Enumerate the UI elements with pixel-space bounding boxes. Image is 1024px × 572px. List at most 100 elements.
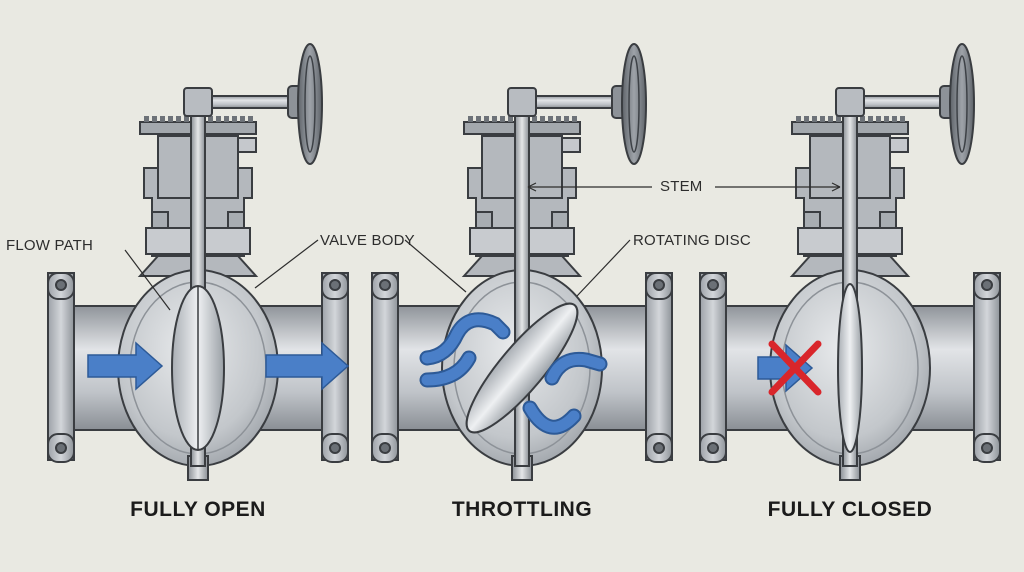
gear-tooth xyxy=(152,116,157,122)
x-mark-icon xyxy=(768,340,822,396)
stem-arrowhead-left xyxy=(527,182,537,192)
rotating-disc-label: ROTATING DISC xyxy=(633,232,751,249)
gear-tooth xyxy=(484,116,489,122)
bolt-hole xyxy=(707,279,719,291)
bolt-hole xyxy=(55,279,67,291)
flow-path-label: FLOW PATH xyxy=(6,237,94,254)
gear-box xyxy=(237,137,257,153)
bolt-hole xyxy=(379,279,391,291)
flow-arrow-in xyxy=(87,341,164,391)
gear-tooth xyxy=(836,116,841,122)
handle-shaft xyxy=(535,95,617,109)
gear-tooth xyxy=(208,116,213,122)
flow-curl-bottom-fill xyxy=(524,402,580,433)
gear-tooth xyxy=(160,116,165,122)
rotating-disc xyxy=(837,283,863,453)
rotating-disc xyxy=(465,302,579,434)
gear-tooth xyxy=(572,116,577,122)
valve-body-leader-2 xyxy=(404,239,467,293)
gear-tooth xyxy=(184,116,189,122)
bolt-hole xyxy=(981,442,993,454)
callout-leader-lines xyxy=(124,182,841,311)
valve-body-label: VALVE BODY xyxy=(320,232,415,249)
bolt-hole xyxy=(329,442,341,454)
gear-tooth xyxy=(216,116,221,122)
gear-tooth xyxy=(828,116,833,122)
stem-label: STEM xyxy=(660,178,703,195)
rotating-disc-leader xyxy=(576,239,631,297)
handwheel xyxy=(949,43,975,165)
gear-tooth xyxy=(564,116,569,122)
handwheel xyxy=(297,43,323,165)
gear-tooth xyxy=(224,116,229,122)
caption-fully-closed: FULLY CLOSED xyxy=(767,498,933,521)
caption-fully-open: FULLY OPEN xyxy=(130,498,266,521)
gear-box xyxy=(561,137,581,153)
gear-tooth xyxy=(868,116,873,122)
bonnet-bolt xyxy=(879,211,897,229)
gear-tooth xyxy=(796,116,801,122)
gear-tooth xyxy=(144,116,149,122)
pipe-flange xyxy=(972,272,1001,461)
flow-path-leader xyxy=(124,249,171,311)
gear-tooth xyxy=(492,116,497,122)
bolt-hole xyxy=(707,442,719,454)
flow-curl-upper-fill xyxy=(421,314,509,364)
stem-cap xyxy=(183,87,213,117)
handle-shaft xyxy=(863,95,945,109)
gear-box xyxy=(889,137,909,153)
caption-throttling: THROTTLING xyxy=(451,498,593,521)
bolt-hole xyxy=(55,442,67,454)
pipe-flange xyxy=(46,272,75,461)
bolt-hole xyxy=(653,279,665,291)
pipe-flange xyxy=(645,272,673,461)
bonnet-bolt xyxy=(551,211,569,229)
gear-tooth xyxy=(168,116,173,122)
gear-tooth xyxy=(500,116,505,122)
handwheel-rim xyxy=(304,55,316,153)
gear-tooth xyxy=(556,116,561,122)
gear-tooth xyxy=(176,116,181,122)
bonnet-bolt xyxy=(151,211,169,229)
gear-tooth xyxy=(508,116,513,122)
gear-tooth xyxy=(804,116,809,122)
x-stroke-2 xyxy=(768,340,822,396)
flow-curl-lower-fill xyxy=(421,352,475,386)
bolt-hole xyxy=(981,279,993,291)
bonnet-bolt xyxy=(227,211,245,229)
gear-tooth xyxy=(468,116,473,122)
valve-open xyxy=(46,43,350,481)
bolt-hole xyxy=(379,442,391,454)
gear-tooth xyxy=(812,116,817,122)
handwheel xyxy=(621,43,647,165)
bonnet-bolt xyxy=(803,211,821,229)
gear-tooth xyxy=(548,116,553,122)
bonnet-bolt xyxy=(475,211,493,229)
valve-body-leader xyxy=(254,239,319,289)
handle-shaft xyxy=(211,95,293,109)
gear-tooth xyxy=(876,116,881,122)
pipe-flange xyxy=(699,272,727,461)
gear-tooth xyxy=(232,116,237,122)
gear-tooth xyxy=(860,116,865,122)
flow-arrow-out xyxy=(265,341,350,391)
handwheel-rim xyxy=(628,55,640,153)
gear-tooth xyxy=(820,116,825,122)
gear-tooth xyxy=(892,116,897,122)
stem-cap xyxy=(835,87,865,117)
gear-tooth xyxy=(900,116,905,122)
pipe-flange xyxy=(371,272,399,461)
valve-throttling xyxy=(371,43,673,481)
gear-tooth xyxy=(240,116,245,122)
gear-tooth xyxy=(248,116,253,122)
valve-closed xyxy=(699,43,1001,481)
flow-curl-right-fill xyxy=(546,353,606,384)
gear-tooth xyxy=(476,116,481,122)
stem-arrowhead-right xyxy=(831,182,841,192)
gear-tooth xyxy=(884,116,889,122)
bolt-hole xyxy=(329,279,341,291)
stem-cap xyxy=(507,87,537,117)
gear-tooth xyxy=(532,116,537,122)
